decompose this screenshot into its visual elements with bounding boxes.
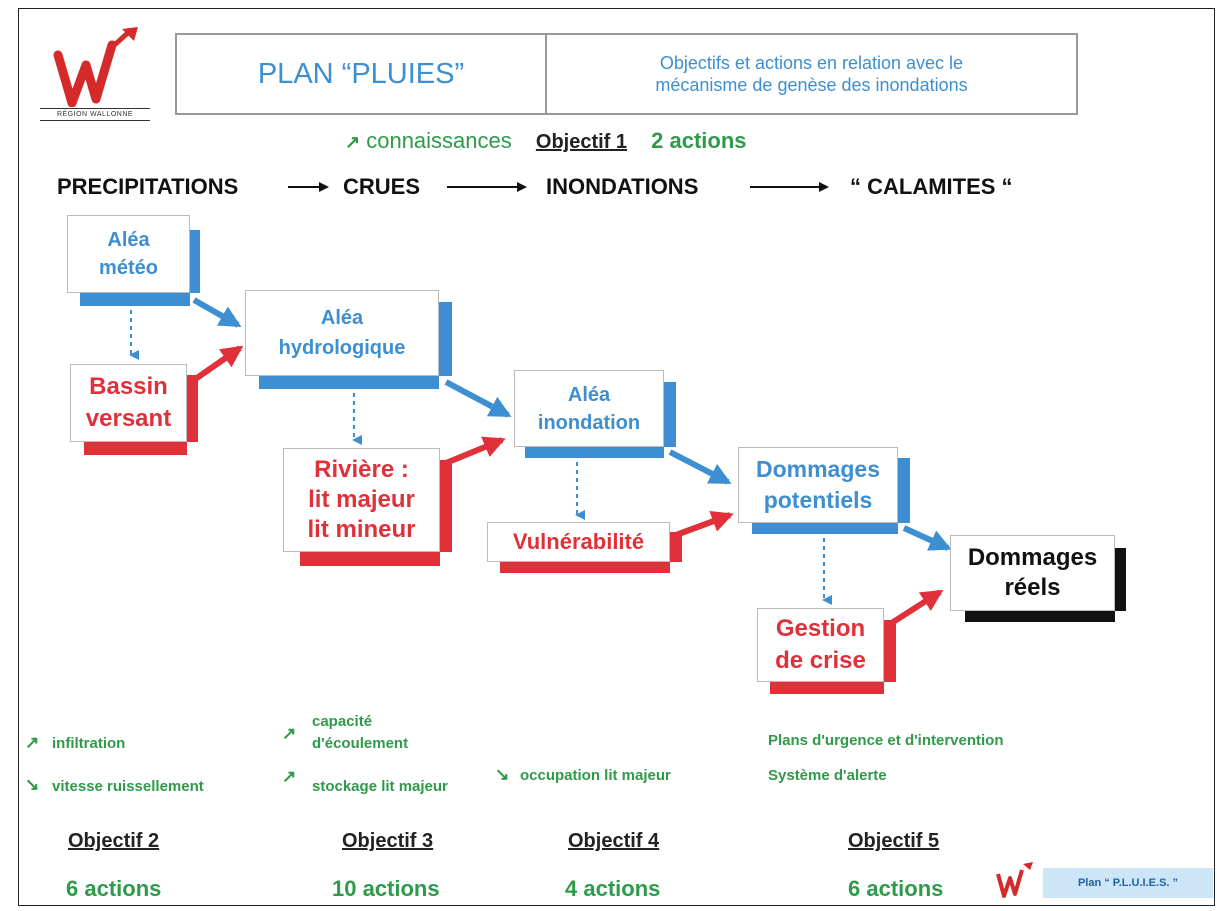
subtitle-line-2: mécanisme de genèse des inondations: [655, 75, 968, 95]
infiltration-label: infiltration: [52, 735, 126, 752]
gestion-shadow: [770, 620, 896, 694]
dommages-potentiels-shadow: [752, 458, 910, 534]
plans-urgence-label: Plans d'urgence et d'intervention: [768, 732, 1004, 749]
gestion-line2: de crise: [775, 647, 866, 674]
flow-precipitations: PRECIPITATIONS: [57, 174, 239, 199]
vulnerabilite-shadow: [500, 532, 682, 573]
riviere-line3: lit mineur: [307, 516, 416, 543]
bassin-line1: Bassin: [89, 373, 168, 400]
objective-1-label: connaissances: [366, 128, 512, 153]
increase-arrow-icon: ↗: [345, 132, 361, 152]
dommages-pot-line1: Dommages: [756, 456, 880, 482]
subtitle-line-1: Objectifs et actions en relation avec le: [659, 53, 964, 73]
alea-meteo-shadow: [80, 230, 200, 306]
stockage-arrow-icon: ↗: [282, 767, 297, 786]
vulnerabilite-label: Vulnérabilité: [512, 529, 645, 554]
objective-3-title: Objectif 3: [342, 830, 434, 852]
dommages-reels-line1: Dommages: [967, 544, 1098, 571]
vulnerabilite-box: Vulnérabilité: [487, 522, 670, 562]
objective-5-title: Objectif 5: [848, 830, 940, 852]
objective-5-actions: 6 actions: [848, 876, 944, 901]
dommages-reels-box: Dommages réels: [950, 535, 1115, 611]
plan-subtitle: Objectifs et actions en relation avec le…: [547, 35, 1076, 113]
plan-pluies-tag: Plan “ P.L.U.I.E.S. ”: [1043, 868, 1213, 898]
bassin-to-hydro-arrow: [192, 345, 244, 383]
occupation-arrow-icon: ↘: [495, 765, 510, 784]
occupation-label: occupation lit majeur: [520, 767, 671, 784]
dommages-to-reels-arrow: [902, 525, 952, 551]
slide-frame: [18, 8, 1215, 906]
systeme-alerte-label: Système d'alerte: [768, 767, 887, 784]
header-box: PLAN “PLUIES” Objectifs et actions en re…: [175, 33, 1078, 115]
riviere-line1: Rivière :: [314, 456, 409, 483]
bassin-versant-box: Bassin versant: [70, 364, 187, 442]
vuln-to-dommages-arrow: [674, 510, 734, 538]
objective-4-title: Objectif 4: [568, 830, 660, 852]
objective-1-title: Objectif 1: [535, 131, 628, 153]
bassin-shadow: [84, 375, 198, 455]
objective-4-actions: 4 actions: [565, 876, 661, 901]
vitesse-label: vitesse ruissellement: [52, 778, 204, 795]
riviere-to-inond-arrow: [444, 436, 506, 466]
alea-meteo-line2: météo: [99, 257, 158, 279]
alea-hydro-shadow: [259, 302, 452, 389]
inond-to-dommages-arrow: [668, 449, 732, 485]
capacite-label-2: d'écoulement: [312, 735, 409, 752]
dommages-pot-line2: potentiels: [763, 487, 873, 513]
riviere-line2: lit majeur: [308, 486, 415, 513]
gestion-crise-box: Gestion de crise: [757, 608, 884, 682]
flow-inondations: INONDATIONS: [546, 174, 699, 199]
gestion-line1: Gestion: [775, 615, 866, 642]
riviere-shadow: [300, 460, 452, 566]
objective-3-actions: 10 actions: [332, 876, 440, 901]
gestion-to-reels-arrow: [888, 589, 944, 627]
alea-meteo-box: Aléa météo: [67, 215, 190, 293]
small-logo: [996, 862, 1033, 898]
infiltration-arrow-icon: ↗: [25, 733, 40, 752]
hydro-to-inond-arrow: [444, 379, 512, 418]
region-wallonne-logo: [53, 27, 138, 107]
dommages-reels-line2: réels: [1004, 574, 1061, 601]
objective-1-actions: 2 actions: [651, 128, 747, 153]
stockage-label: stockage lit majeur: [312, 778, 448, 795]
alea-hydro-line2: hydrologique: [278, 337, 406, 359]
dommages-reels-shadow: [965, 548, 1126, 622]
logo-caption: RÉGION WALLONNE: [40, 108, 150, 121]
objective-1-line: ↗ connaissances Objectif 1 2 actions: [345, 128, 747, 154]
alea-hydrologique-box: Aléa hydrologique: [245, 290, 439, 376]
dommages-potentiels-box: Dommages potentiels: [738, 447, 898, 523]
alea-hydro-line1: Aléa: [320, 307, 364, 329]
vitesse-arrow-icon: ↘: [25, 775, 40, 794]
alea-inond-line2: inondation: [537, 411, 641, 434]
objective-2-actions: 6 actions: [66, 876, 162, 901]
flow-calamites: “ CALAMITES “: [850, 174, 1013, 199]
capacite-label-1: capacité: [312, 713, 373, 730]
alea-inond-line1: Aléa: [567, 383, 611, 406]
meteo-to-hydro-arrow: [192, 297, 242, 328]
alea-inondation-box: Aléa inondation: [514, 370, 664, 447]
alea-meteo-line1: Aléa: [107, 229, 150, 251]
bassin-line2: versant: [85, 405, 172, 432]
riviere-box: Rivière : lit majeur lit mineur: [283, 448, 440, 552]
plan-title: PLAN “PLUIES”: [177, 35, 547, 113]
flow-crues: CRUES: [343, 174, 421, 199]
alea-inondation-shadow: [525, 382, 676, 458]
capacite-arrow-icon: ↗: [282, 724, 297, 743]
objective-2-title: Objectif 2: [68, 830, 160, 852]
